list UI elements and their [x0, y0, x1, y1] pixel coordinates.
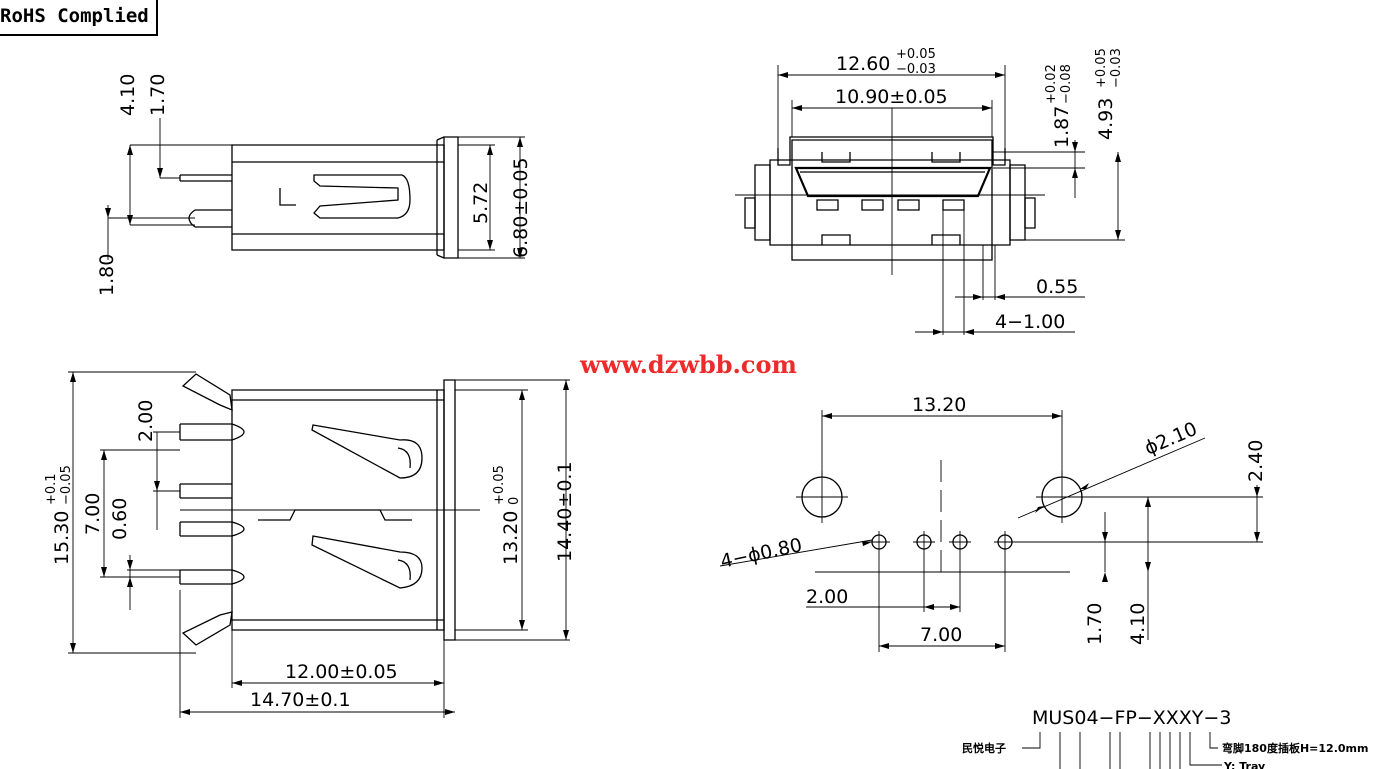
- side-dim-5-72: 5.72: [470, 182, 492, 224]
- top-h-7-00: 7.00: [82, 493, 104, 535]
- front-w-12-60: 12.60: [836, 53, 890, 75]
- top-h-0-60: 0.60: [109, 498, 131, 540]
- top-h-2-00: 2.00: [135, 400, 157, 442]
- pcb-h-4-10: 4.10: [1127, 603, 1149, 645]
- part-note-tray: Y: Tray: [1223, 760, 1265, 769]
- top-h-13-20: 13.20: [500, 511, 522, 565]
- side-dim-6-80: 6.80±0.05: [510, 157, 532, 258]
- front-h-4-93-minus: −0.03: [1109, 48, 1124, 88]
- watermark: www.dzwbb.com: [580, 350, 797, 379]
- top-h-14-40: 14.40±0.1: [554, 461, 576, 562]
- front-pin-width: 0.55: [1036, 276, 1078, 298]
- part-brand: 民悦电子: [962, 741, 1006, 755]
- front-h-1-87: 1.87: [1051, 106, 1073, 148]
- front-w-12-60-plus: +0.05: [896, 47, 936, 62]
- pcb-pin-holes: 4−ϕ0.80: [718, 534, 804, 573]
- front-h-4-93: 4.93: [1095, 98, 1117, 140]
- top-h-15-30: 15.30: [51, 511, 73, 565]
- part-number-legend: MUS04−FP−XXXY−3 民悦电子 弯脚180度插板H=12.0mm Y:…: [962, 707, 1368, 769]
- side-dim-4-10: 4.10: [117, 74, 139, 116]
- front-h-4-93-plus: +0.05: [1094, 48, 1109, 88]
- top-h-15-30-plus: +0.1: [44, 473, 59, 505]
- pcb-hole-dia: ϕ2.10: [1141, 418, 1200, 460]
- top-w-14-70: 14.70±0.1: [250, 689, 351, 711]
- top-w-12-00: 12.00±0.05: [285, 661, 398, 683]
- top-h-13-20-minus: 0: [507, 497, 522, 505]
- side-view: 4.10 1.70 1.80 5.72 6.80±0.05: [96, 74, 532, 296]
- front-w-10-90: 10.90±0.05: [835, 86, 948, 108]
- side-dim-1-80: 1.80: [96, 254, 118, 296]
- front-h-1-87-minus: −0.08: [1059, 64, 1074, 104]
- front-w-12-60-minus: −0.03: [896, 62, 936, 77]
- top-view: 15.30 +0.1 −0.05 7.00 2.00 0.60 13.20 +0…: [44, 371, 576, 718]
- part-code: MUS04−FP−XXXY−3: [1032, 707, 1231, 729]
- top-h-13-20-plus: +0.05: [492, 465, 507, 505]
- rohs-label: RoHS Complied: [0, 0, 158, 36]
- pcb-layout: 13.20 ϕ2.10 2.40 4−ϕ0.80 2.00 7.00 1.70: [718, 394, 1267, 652]
- part-note-bend: 弯脚180度插板H=12.0mm: [1222, 741, 1368, 755]
- top-h-15-30-minus: −0.05: [59, 465, 74, 505]
- side-dim-1-70: 1.70: [147, 74, 169, 116]
- pcb-w-13-20: 13.20: [912, 394, 966, 416]
- front-pin-pitch: 4−1.00: [995, 311, 1065, 333]
- pcb-h-2-40: 2.40: [1245, 440, 1267, 482]
- pcb-span-7-00: 7.00: [920, 624, 962, 646]
- pcb-pitch-2-00: 2.00: [806, 586, 848, 608]
- front-h-1-87-plus: +0.02: [1044, 64, 1059, 104]
- front-view: 12.60 +0.05 −0.03 10.90±0.05 1.87 +0.02 …: [735, 47, 1125, 335]
- pcb-h-1-70: 1.70: [1084, 603, 1106, 645]
